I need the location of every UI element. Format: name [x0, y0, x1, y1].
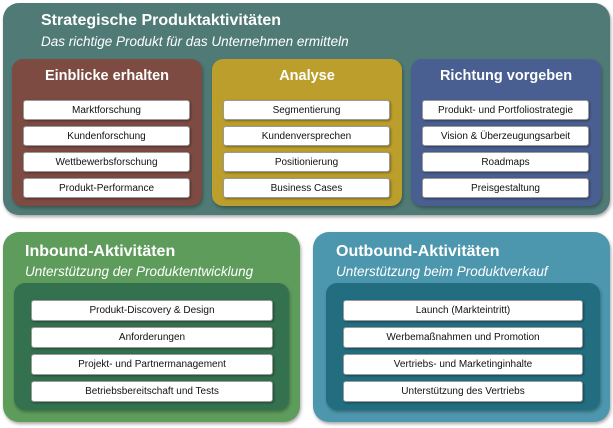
item-roadmaps: Roadmaps — [422, 152, 589, 172]
item-projekt-partnermanagement: Projekt- und Partnermanagement — [31, 354, 273, 375]
item-produkt-performance: Produkt-Performance — [23, 178, 190, 198]
item-kundenversprechen: Kundenversprechen — [223, 126, 390, 146]
item-wettbewerbsforschung: Wettbewerbsforschung — [23, 152, 190, 172]
strategic-activities-subtitle: Das richtige Produkt für das Unternehmen… — [41, 34, 349, 49]
item-preisgestaltung: Preisgestaltung — [422, 178, 589, 198]
outbound-items-box: Launch (Markteintritt) Werbemaßnahmen un… — [326, 283, 600, 410]
item-anforderungen: Anforderungen — [31, 327, 273, 348]
item-kundenforschung: Kundenforschung — [23, 126, 190, 146]
inbound-activities-title: Inbound-Aktivitäten — [25, 243, 176, 260]
column-insights-title: Einblicke erhalten — [44, 68, 170, 84]
item-unterstuetzung-vertrieb: Unterstützung des Vertriebs — [343, 381, 583, 402]
item-werbemassnahmen: Werbemaßnahmen und Promotion — [343, 327, 583, 348]
item-produkt-discovery: Produkt-Discovery & Design — [31, 300, 273, 321]
inbound-items-box: Produkt-Discovery & Design Anforderungen… — [14, 283, 289, 410]
inbound-activities-panel: Inbound-Aktivitäten Unterstützung der Pr… — [3, 232, 300, 422]
column-direction: Richtung vorgeben Produkt- und Portfolio… — [411, 59, 601, 206]
strategic-activities-panel: Strategische Produktaktivitäten Das rich… — [3, 3, 610, 215]
column-analysis: Analyse Segmentierung Kundenversprechen … — [212, 59, 402, 206]
inbound-activities-subtitle: Unterstützung der Produktentwicklung — [25, 264, 254, 279]
item-vision-ueberzeugungsarbeit: Vision & Überzeugungsarbeit — [422, 126, 589, 146]
item-segmentierung: Segmentierung — [223, 100, 390, 120]
item-betriebsbereitschaft: Betriebsbereitschaft und Tests — [31, 381, 273, 402]
item-launch: Launch (Markteintritt) — [343, 300, 583, 321]
column-analysis-title: Analyse — [279, 68, 335, 84]
strategic-activities-title: Strategische Produktaktivitäten — [41, 12, 282, 29]
outbound-activities-subtitle: Unterstützung beim Produktverkauf — [336, 264, 548, 279]
item-business-cases: Business Cases — [223, 178, 390, 198]
outbound-activities-title: Outbound-Aktivitäten — [336, 243, 500, 260]
outbound-activities-panel: Outbound-Aktivitäten Unterstützung beim … — [313, 232, 610, 422]
item-vertriebs-marketinginhalte: Vertriebs- und Marketinginhalte — [343, 354, 583, 375]
item-positionierung: Positionierung — [223, 152, 390, 172]
column-direction-title: Richtung vorgeben — [439, 68, 573, 84]
column-insights: Einblicke erhalten Marktforschung Kunden… — [12, 59, 202, 206]
item-marktforschung: Marktforschung — [23, 100, 190, 120]
item-produkt-portfoliostrategie: Produkt- und Portfoliostrategie — [422, 100, 589, 120]
